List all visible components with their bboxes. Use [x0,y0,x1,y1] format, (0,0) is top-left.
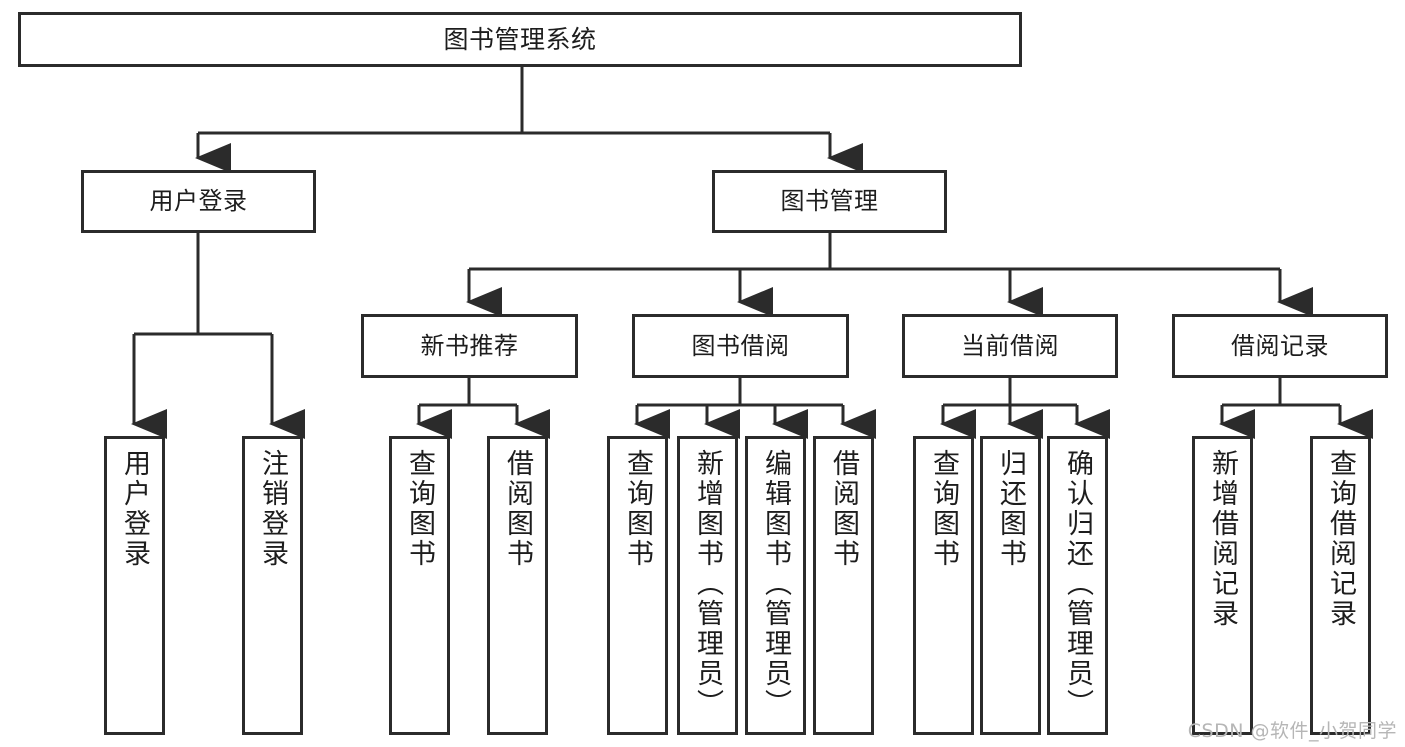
leaf-node-label: 归还图书 [995,449,1026,569]
leaf-node[interactable]: 查询图书 [607,436,668,735]
leaf-node-label: 注销登录 [257,449,288,569]
node-user-login[interactable]: 用户登录 [81,170,316,233]
leaf-node[interactable]: 借阅图书 [813,436,874,735]
leaf-node[interactable]: 注销登录 [242,436,303,735]
node-book-management[interactable]: 图书管理 [712,170,947,233]
node-borrow-records[interactable]: 借阅记录 [1172,314,1388,378]
connector-current-to-leaves [940,378,1110,439]
leaf-node-label: 借阅图书 [828,449,859,569]
leaf-node[interactable]: 查询图书 [389,436,450,735]
connector-records-to-leaves [1219,378,1373,439]
node-current-borrow-label: 当前借阅 [961,331,1059,360]
node-root-system[interactable]: 图书管理系统 [18,12,1022,67]
node-new-book-recommend-label: 新书推荐 [420,331,519,360]
leaf-node-label: 借阅图书 [502,449,533,569]
connector-newbook-to-leaves [416,378,550,439]
leaf-node-label: 新增借阅记录 [1207,449,1238,629]
leaf-node[interactable]: 新增借阅记录 [1192,436,1253,735]
node-new-book-recommend[interactable]: 新书推荐 [361,314,578,378]
leaf-node-label: 新增图书（管理员） [692,449,723,719]
node-book-borrow[interactable]: 图书借阅 [632,314,849,378]
connector-borrow-to-leaves [634,378,876,439]
connector-bookmgmt-to-level3 [466,233,1313,317]
connector-root-to-level2 [195,67,863,173]
connector-userlogin-to-leaves [131,233,305,439]
leaf-node-label: 查询借阅记录 [1325,449,1356,629]
leaf-node[interactable]: 编辑图书（管理员） [745,436,806,735]
leaf-node[interactable]: 用户登录 [104,436,165,735]
leaf-node[interactable]: 查询图书 [913,436,974,735]
leaf-node-label: 查询图书 [622,449,653,569]
leaf-node-label: 查询图书 [404,449,435,569]
leaf-node-label: 用户登录 [119,449,150,569]
node-book-borrow-label: 图书借阅 [691,331,790,360]
leaf-node-label: 编辑图书（管理员） [760,449,791,719]
leaf-node-label: 查询图书 [928,449,959,569]
leaf-node[interactable]: 确认归还（管理员） [1047,436,1108,735]
node-root-label: 图书管理系统 [443,24,597,54]
node-borrow-records-label: 借阅记录 [1231,331,1329,360]
node-current-borrow[interactable]: 当前借阅 [902,314,1118,378]
leaf-node[interactable]: 归还图书 [980,436,1041,735]
node-book-management-label: 图书管理 [780,187,879,216]
leaf-node[interactable]: 新增图书（管理员） [677,436,738,735]
node-user-login-label: 用户登录 [149,187,248,216]
leaf-node[interactable]: 借阅图书 [487,436,548,735]
leaf-node-label: 确认归还（管理员） [1062,449,1093,719]
leaf-node[interactable]: 查询借阅记录 [1310,436,1371,735]
